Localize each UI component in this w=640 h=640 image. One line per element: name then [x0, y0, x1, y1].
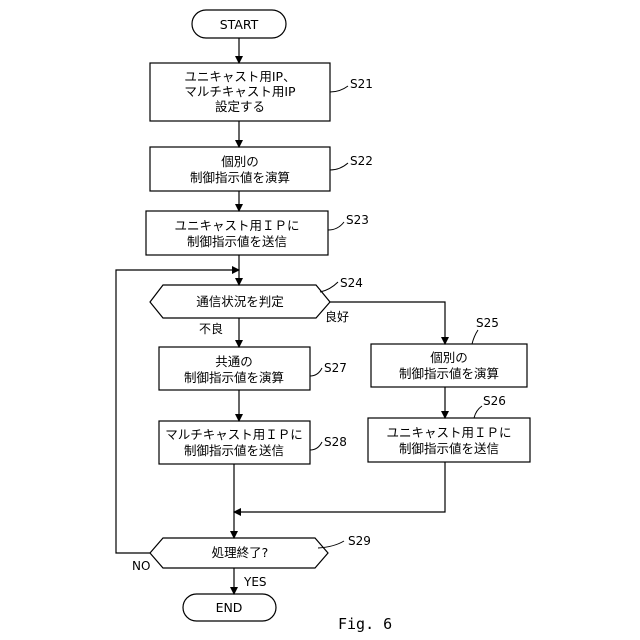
- figure-label: Fig. 6: [338, 615, 392, 633]
- step-s27-box: 共通の 制御指示値を演算: [159, 347, 310, 390]
- step-s21-id: S21: [350, 77, 373, 91]
- step-s25-box: 個別の 制御指示値を演算: [371, 344, 527, 387]
- step-s22-line-1: 個別の: [221, 154, 259, 169]
- step-s27-line-1: 共通の: [215, 354, 253, 369]
- step-s28-line-2: 制御指示値を送信: [184, 443, 284, 458]
- branch-yes-label: YES: [243, 575, 267, 589]
- step-s27-id: S27: [324, 361, 347, 375]
- step-s22-leader: [330, 163, 348, 170]
- start-terminal: START: [192, 10, 286, 38]
- step-s23-line-2: 制御指示値を送信: [187, 234, 287, 249]
- step-s21-line-1: ユニキャスト用IP、: [184, 69, 295, 84]
- step-s29-id: S29: [348, 534, 371, 548]
- branch-good-label: 良好: [325, 309, 349, 324]
- branch-bad-label: 不良: [199, 321, 223, 336]
- step-s24-decision: 通信状況を判定: [150, 285, 330, 318]
- step-s27-line-2: 制御指示値を演算: [184, 370, 284, 385]
- step-s24-id: S24: [340, 276, 363, 290]
- arrow-s26-merge: [234, 462, 445, 512]
- step-s28-id: S28: [324, 435, 347, 449]
- step-s21-line-2: マルチキャスト用IP: [184, 84, 296, 99]
- step-s23-id: S23: [346, 213, 369, 227]
- step-s21-box: ユニキャスト用IP、 マルチキャスト用IP 設定する: [150, 63, 330, 121]
- step-s26-line-1: ユニキャスト用ＩＰに: [386, 425, 511, 440]
- step-s22-id: S22: [350, 154, 373, 168]
- step-s22-line-2: 制御指示値を演算: [190, 170, 290, 185]
- step-s27-leader: [310, 368, 322, 376]
- step-s22-box: 個別の 制御指示値を演算: [150, 147, 330, 191]
- step-s23-leader: [328, 222, 344, 230]
- step-s29-decision: 処理終了?: [150, 538, 328, 568]
- step-s21-line-3: 設定する: [215, 99, 265, 114]
- step-s26-line-2: 制御指示値を送信: [399, 441, 499, 456]
- step-s28-box: マルチキャスト用ＩＰに 制御指示値を送信: [159, 421, 310, 464]
- step-s23-line-1: ユニキャスト用ＩＰに: [174, 218, 299, 233]
- step-s25-leader: [472, 330, 478, 344]
- step-s21-leader: [330, 86, 348, 92]
- step-s26-leader: [474, 406, 482, 418]
- step-s25-id: S25: [476, 316, 499, 330]
- end-label: END: [216, 600, 243, 615]
- step-s26-box: ユニキャスト用ＩＰに 制御指示値を送信: [368, 418, 530, 462]
- step-s25-line-1: 個別の: [430, 350, 468, 365]
- step-s24-line-1: 通信状況を判定: [196, 294, 284, 309]
- branch-no-label: NO: [132, 559, 150, 573]
- start-label: START: [220, 17, 259, 32]
- end-terminal: END: [183, 594, 276, 621]
- step-s26-id: S26: [483, 394, 506, 408]
- step-s28-line-1: マルチキャスト用ＩＰに: [165, 427, 303, 442]
- step-s28-leader: [310, 442, 322, 450]
- step-s23-box: ユニキャスト用ＩＰに 制御指示値を送信: [146, 211, 328, 255]
- step-s29-line-1: 処理終了?: [212, 545, 269, 560]
- step-s24-leader: [320, 282, 338, 292]
- step-s25-line-2: 制御指示値を演算: [399, 366, 499, 381]
